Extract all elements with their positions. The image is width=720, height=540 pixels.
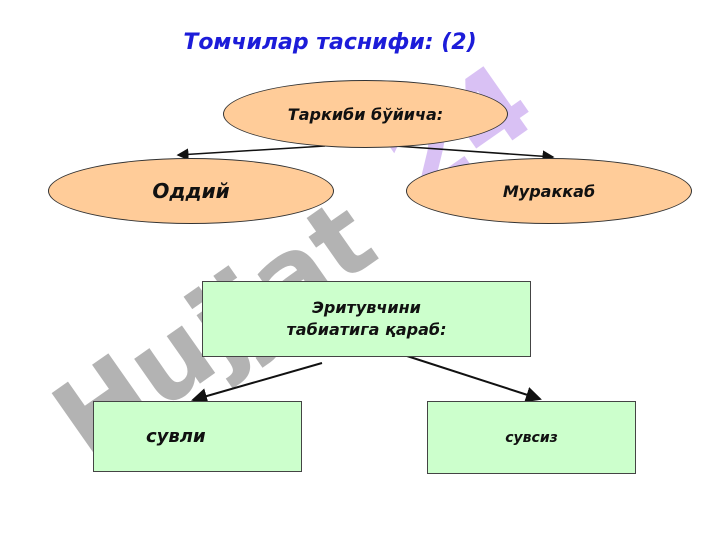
node-simple: Оддий [48,158,334,224]
node-complex-label: Мураккаб [502,181,596,201]
arrow-to-simple [176,145,326,161]
node-simple-label: Оддий [152,179,230,203]
node-aqueous-label: сувли [146,426,206,447]
node-solvent-line2: табиатига қараб: [286,320,447,339]
arrow-to-aqueous [191,362,323,404]
node-aqueous: сувли [93,401,302,472]
node-composition: Таркиби бўйича: [223,80,508,148]
arrow-to-complex [394,145,555,163]
node-solvent-line1: Эритувчини [312,298,421,317]
node-complex: Мураккаб [406,158,692,224]
slide-title: Томчилар таснифи: (2) [183,30,477,55]
node-solvent-nature: Эритувчини табиатига қараб: [202,281,531,357]
node-anhydrous-label: сувсиз [505,429,558,446]
node-composition-label: Таркиби бўйича: [287,104,444,124]
node-anhydrous: сувсиз [427,401,636,474]
arrow-to-anhydrous [406,355,542,403]
